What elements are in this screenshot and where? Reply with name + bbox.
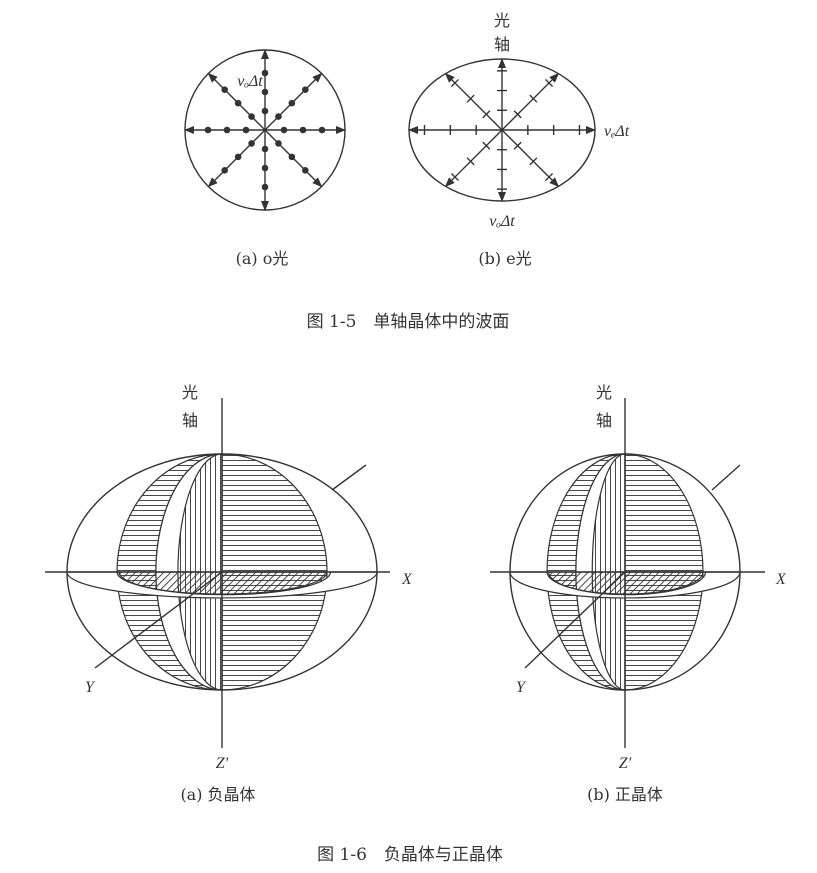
dot-marker (302, 86, 309, 93)
figure-1-6-caption: 图 1-6 负晶体与正晶体 (317, 845, 503, 865)
dot-marker (234, 99, 242, 107)
dot-marker (261, 183, 269, 191)
y-axis-label: Y (85, 679, 96, 696)
dot-marker (248, 113, 255, 120)
tick-mark (529, 157, 538, 166)
optic-axis-label-1: 光 (182, 383, 198, 402)
dot-marker (223, 126, 231, 134)
dot-marker (280, 126, 288, 134)
dot-marker (288, 153, 296, 161)
dot-marker (288, 99, 296, 107)
y-axis-line (94, 571, 223, 669)
tick-mark (466, 157, 475, 166)
o-light-wavefront (184, 49, 346, 211)
dot-marker (261, 69, 269, 77)
ray-arrow (444, 129, 503, 188)
vo-dt-label: vₒΔt (237, 73, 263, 90)
dot-marker (261, 107, 269, 115)
tick-mark (450, 172, 460, 182)
inner-upper-right-hatched (624, 453, 704, 573)
positive-crystal-diagram (490, 398, 765, 748)
caption-negative-crystal: (a) 负晶体 (180, 785, 255, 804)
optic-axis-label-2: 轴 (494, 35, 510, 54)
z-axis-label: Z′ (216, 755, 229, 772)
tick-mark (544, 78, 554, 88)
y-axis-line (524, 571, 626, 669)
dot-marker (302, 167, 309, 174)
dot-marker (318, 126, 326, 134)
dot-marker (275, 113, 282, 120)
dot-marker (261, 145, 269, 153)
tick-mark (466, 94, 475, 103)
ve-dt-label: vₑΔt (604, 123, 630, 140)
dot-marker (261, 164, 269, 172)
ray-arrow (501, 72, 560, 131)
z-axis-label: Z′ (619, 755, 632, 772)
inner-upper-right-hatched (221, 453, 328, 573)
caption-b-e-light: (b) e光 (478, 249, 531, 268)
y-axis-back-segment (711, 464, 741, 491)
dot-marker (221, 86, 228, 93)
ray-arrow (501, 129, 560, 188)
tick-mark (450, 78, 460, 88)
tick-mark (482, 110, 491, 119)
y-axis-back-segment (331, 464, 367, 491)
tick-mark (544, 172, 554, 182)
tick-mark (482, 141, 491, 150)
caption-positive-crystal: (b) 正晶体 (587, 785, 663, 804)
x-axis-label: X (401, 571, 413, 588)
dot-marker (261, 88, 269, 96)
optic-axis-label-2: 轴 (182, 411, 198, 430)
e-light-wavefront (408, 58, 596, 202)
y-axis-label: Y (516, 679, 527, 696)
figure-1-5-caption: 图 1-5 单轴晶体中的波面 (307, 312, 510, 332)
dot-marker (221, 167, 228, 174)
negative-crystal-diagram (45, 398, 390, 748)
optic-axis-label-2: 轴 (596, 411, 612, 430)
dot-marker (248, 140, 255, 147)
vo-dt-label-b: vₒΔt (489, 213, 515, 230)
dot-marker (275, 140, 282, 147)
ray-arrow (444, 72, 503, 131)
tick-mark (529, 94, 538, 103)
dot-marker (234, 153, 242, 161)
dot-marker (204, 126, 212, 134)
optic-axis-label-1: 光 (596, 383, 612, 402)
dot-marker (242, 126, 250, 134)
caption-a-o-light: (a) o光 (236, 249, 289, 268)
x-axis-label: X (775, 571, 787, 588)
optic-axis-label-1: 光 (494, 11, 510, 30)
dot-marker (299, 126, 307, 134)
tick-mark (513, 141, 522, 150)
tick-mark (513, 110, 522, 119)
